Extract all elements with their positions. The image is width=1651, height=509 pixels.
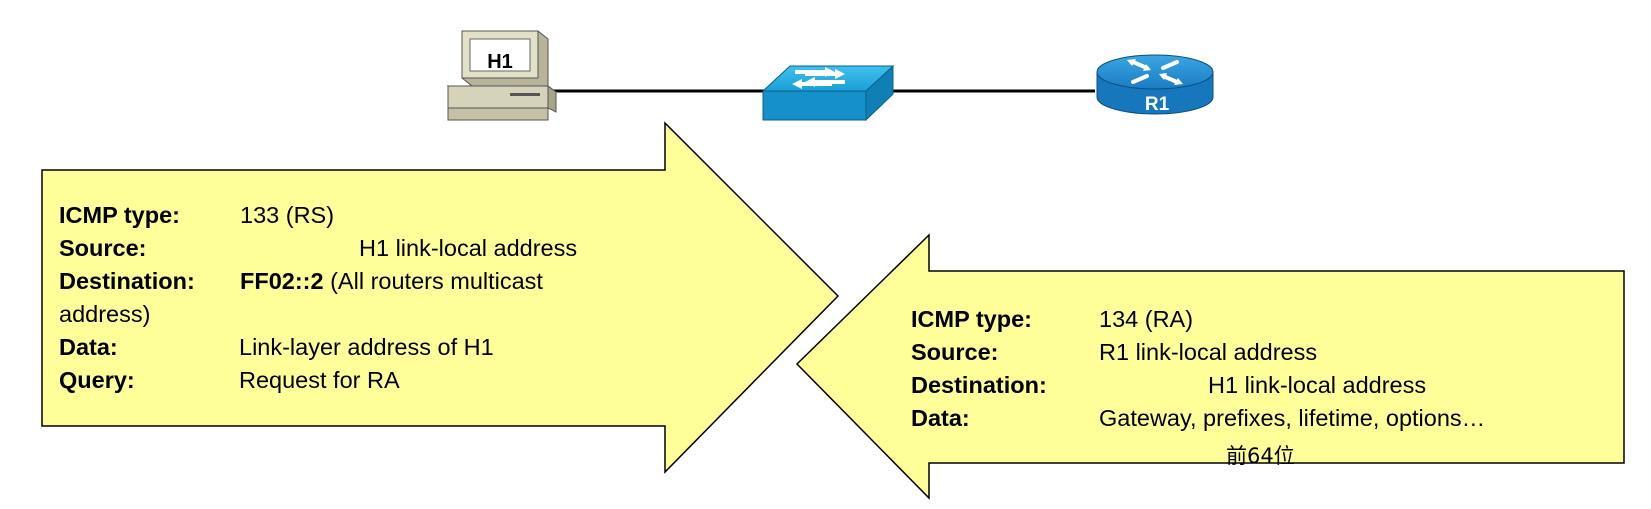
router-icon xyxy=(1096,54,1214,115)
rs-destination-key: Destination: xyxy=(59,268,195,294)
ra-icmp-type-key: ICMP type: xyxy=(911,306,1032,332)
ra-icmp-type-value: 134 (RA) xyxy=(1099,306,1194,332)
rs-message-arrow xyxy=(41,121,840,474)
ra-data-value: Gateway, prefixes, lifetime, options… xyxy=(1099,405,1486,431)
rs-query-key: Query: xyxy=(59,367,135,393)
ra-handwritten-note: 前64位 xyxy=(1226,444,1295,468)
pc-icon xyxy=(446,30,558,121)
rs-destination-value: FF02::2 (All routers multicast xyxy=(240,265,543,297)
router-label: R1 xyxy=(1145,94,1170,115)
ra-source-value: R1 link-local address xyxy=(1099,339,1318,365)
rs-destination-address: FF02::2 xyxy=(240,268,324,294)
ra-message-arrow xyxy=(795,233,1625,500)
rs-destination-desc: (All routers multicast xyxy=(323,268,543,294)
rs-data-key: Data: xyxy=(59,334,118,360)
ra-source-key: Source: xyxy=(911,339,999,365)
switch-icon xyxy=(761,64,895,122)
rs-destination-value-cont: address) xyxy=(59,301,151,327)
ra-destination-value: H1 link-local address xyxy=(1208,372,1427,398)
ra-data-key: Data: xyxy=(911,405,970,431)
host-label: H1 xyxy=(487,51,513,73)
rs-icmp-type-key: ICMP type: xyxy=(59,202,180,228)
rs-icmp-type-value: 133 (RS) xyxy=(240,202,335,228)
rs-data-value: Link-layer address of H1 xyxy=(239,334,494,360)
ra-destination-key: Destination: xyxy=(911,372,1047,398)
rs-query-value: Request for RA xyxy=(239,367,400,393)
rs-source-key: Source: xyxy=(59,235,147,261)
rs-source-value: H1 link-local address xyxy=(359,235,578,261)
